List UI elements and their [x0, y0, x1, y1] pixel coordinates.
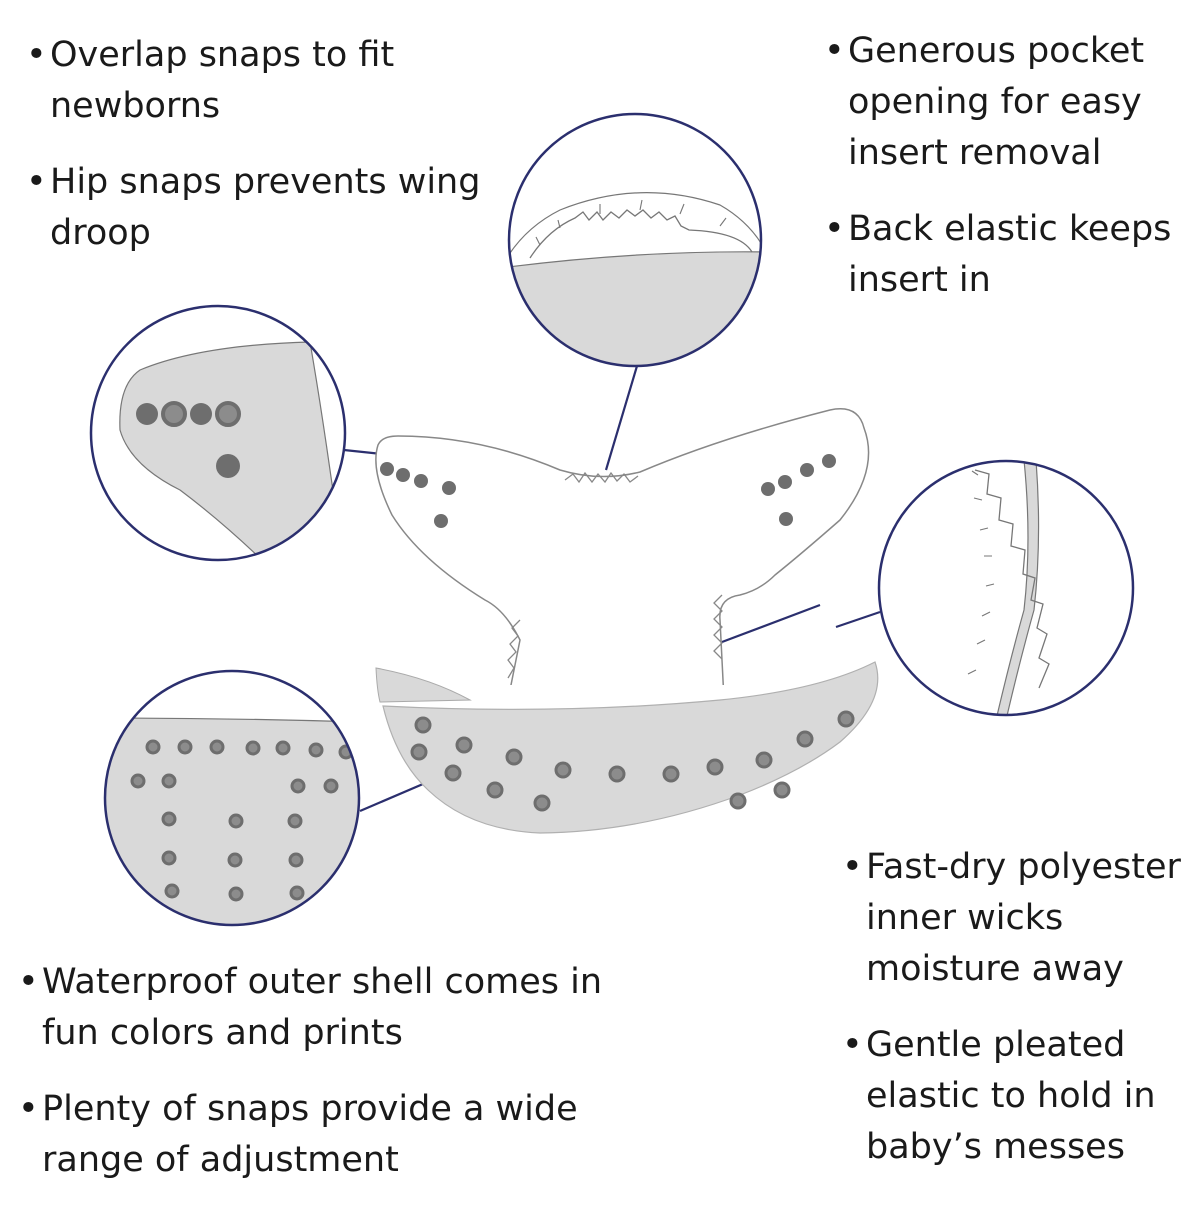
front-panel-snaps: [410, 710, 855, 812]
left-leg-ruffle: [507, 619, 521, 679]
annotation-hip-snaps: Hip snaps prevents wing droop: [26, 157, 506, 259]
pocket-ruffle: [564, 471, 639, 484]
annotation-list-bottom-left: Waterproof outer shell comes in fun colo…: [18, 957, 638, 1211]
snap-grid-zoom: [103, 669, 361, 927]
overlap-snaps-zoom: [89, 304, 347, 562]
left-wing-snaps: [380, 462, 456, 528]
pocket-opening-zoom: [507, 112, 763, 368]
annotation-list-top-right: Generous pocket opening for easy insert …: [824, 26, 1194, 331]
line-snapgrid-zoom: [359, 779, 431, 813]
annotation-list-bottom-right: Fast-dry polyester inner wicks moisture …: [842, 842, 1192, 1198]
diaper-outline: [375, 408, 870, 701]
back-elastic-zoom: [877, 459, 1135, 717]
annotation-overlap-snaps: Overlap snaps to fit newborns: [26, 30, 506, 132]
annotation-pocket-opening: Generous pocket opening for easy insert …: [824, 26, 1194, 179]
annotation-plenty-of-snaps: Plenty of snaps provide a wide range of …: [18, 1084, 638, 1186]
front-panel-main: [382, 661, 879, 834]
annotation-waterproof-shell: Waterproof outer shell comes in fun colo…: [18, 957, 638, 1059]
callout-lines: [343, 365, 881, 813]
line-elastic-zoom-a: [721, 603, 821, 644]
right-wing-snaps: [761, 454, 836, 526]
line-pocket-zoom: [604, 365, 639, 471]
annotation-pleated-elastic: Gentle pleated elastic to hold in baby’s…: [842, 1020, 1192, 1173]
right-leg-ruffle: [713, 594, 723, 660]
annotation-back-elastic: Back elastic keeps insert in: [824, 204, 1194, 306]
cloth-diaper-illustration: [372, 408, 892, 834]
line-elastic-zoom-b: [835, 610, 881, 629]
annotation-fast-dry-inner: Fast-dry polyester inner wicks moisture …: [842, 842, 1192, 995]
front-panel: [375, 667, 472, 703]
annotation-list-top-left: Overlap snaps to fit newborns Hip snaps …: [26, 30, 506, 284]
